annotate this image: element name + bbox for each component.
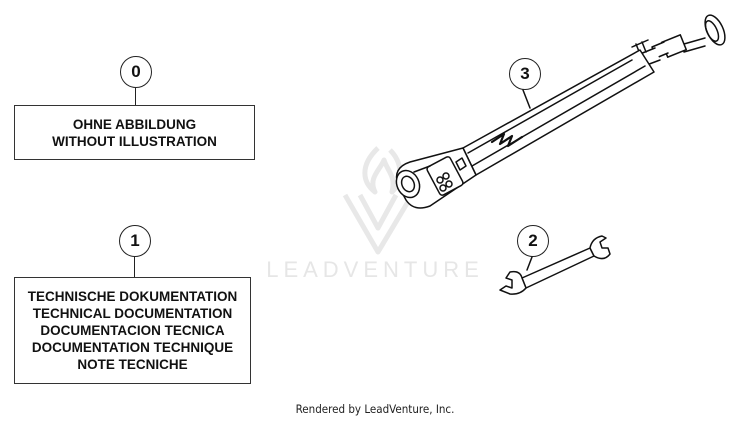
box1-line3: DOCUMENTACION TECNICA [40, 323, 225, 338]
box1-line4: DOCUMENTATION TECHNIQUE [31, 340, 234, 355]
box1-line5: NOTE TECNICHE [77, 357, 188, 372]
leader-line-0 [135, 88, 136, 105]
callout-3[interactable]: 3 [509, 58, 541, 90]
box1-line1: TECHNISCHE DOKUMENTATION [27, 289, 238, 304]
box0-line2: WITHOUT ILLUSTRATION [52, 133, 217, 149]
box-without-illustration: OHNE ABBILDUNG WITHOUT ILLUSTRATION [14, 105, 255, 160]
box1-line2: TECHNICAL DOCUMENTATION [32, 306, 233, 321]
footer-credit: Rendered by LeadVenture, Inc. [295, 402, 455, 416]
callout-1[interactable]: 1 [119, 225, 151, 257]
callout-2[interactable]: 2 [517, 225, 549, 257]
callout-0[interactable]: 0 [120, 56, 152, 88]
leader-line-1 [134, 257, 135, 277]
box-technical-documentation: TECHNISCHE DOKUMENTATION TECHNICAL DOCUM… [14, 277, 251, 384]
box0-line1: OHNE ABBILDUNG [72, 116, 197, 132]
watermark-text: LEADVENTURE [266, 257, 484, 282]
